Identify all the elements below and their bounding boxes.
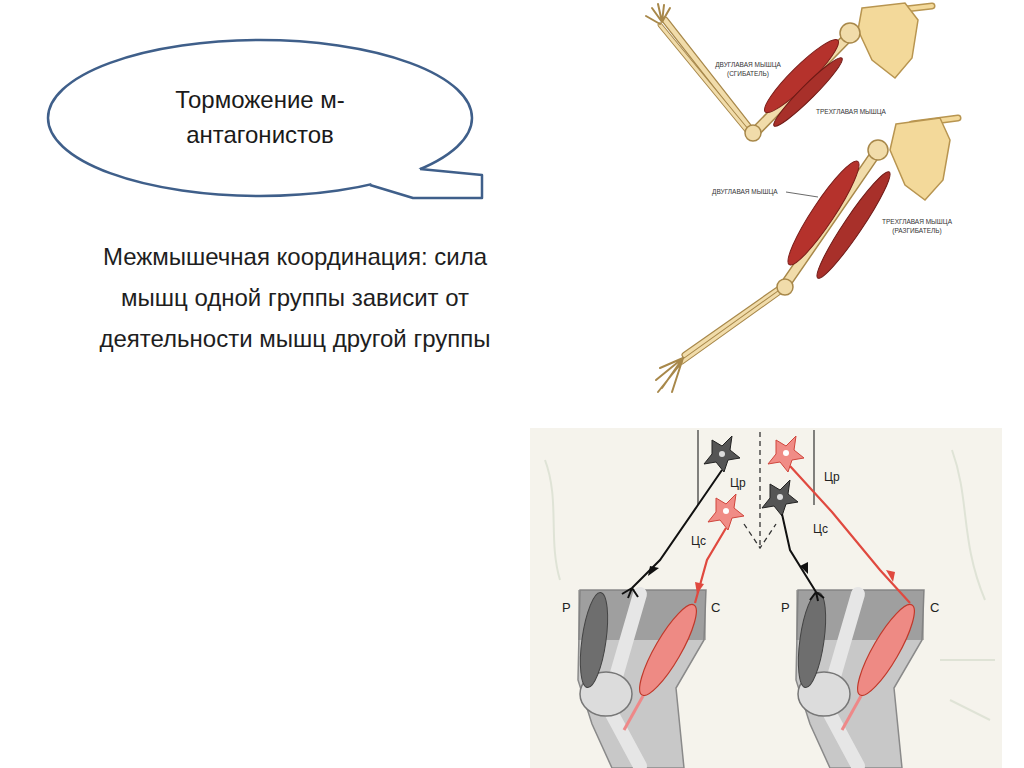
- reflex-scheme-part: [886, 570, 895, 582]
- arm-extended-part: [682, 292, 780, 362]
- reflex-scheme-part: [830, 714, 858, 766]
- reflex-scheme-part: [719, 451, 725, 457]
- reflex-scheme-part: [624, 696, 643, 730]
- reflex-scheme-part: [833, 594, 858, 680]
- muscle-label: ДВУГЛАВАЯ МЫШЦА (СГИБАТЕЛЬ): [712, 60, 784, 78]
- arm-extended-part: [890, 118, 950, 200]
- reflex-scheme-part: [762, 480, 798, 516]
- reflex-scheme-part: [612, 714, 640, 766]
- reflex-scheme-part: [530, 428, 1002, 768]
- reflex-scheme: [530, 428, 1002, 768]
- bubble-texts: Торможение м-антагонистов: [154, 83, 366, 153]
- reflex-scheme-part: [704, 436, 740, 472]
- reflex-scheme-part: [800, 562, 808, 574]
- speech-bubble: Торможение м-антагонистов: [45, 35, 475, 201]
- arm-flexed-part: [646, 4, 670, 24]
- center-label: Цс: [691, 534, 709, 548]
- muscle-label: ДВУГЛАВАЯ МЫШЦА: [712, 187, 786, 196]
- arm-extended: [656, 118, 958, 392]
- reflex-scheme-part: [777, 494, 783, 500]
- reflex-scheme-part: [842, 696, 861, 730]
- arm-extended-part: [868, 140, 888, 160]
- reflex-scheme-part: [695, 582, 704, 594]
- center-label: Цр: [730, 476, 754, 490]
- arm-extended-part: [685, 285, 785, 355]
- reflex-scheme-part: [697, 430, 698, 505]
- arm-extended-part: [786, 192, 818, 197]
- bubble-tail: [370, 169, 482, 198]
- muscle-letter: Р: [562, 600, 576, 615]
- arm-flexed-part: [665, 20, 755, 135]
- reflex-scheme-part: [708, 494, 744, 530]
- center-label: Цр: [824, 470, 848, 484]
- muscle-letter: С: [930, 600, 944, 615]
- reflex-scheme-part: [790, 466, 910, 603]
- bubble-outline: [45, 35, 475, 201]
- arm-flexed-part: [665, 20, 755, 135]
- muscle-label: ТРЕХГЛАВАЯ МЫШЦА (РАЗГИБАТЕЛЬ): [876, 217, 958, 235]
- arm-extended-part: [777, 279, 793, 295]
- arm-extended-part: [656, 358, 683, 392]
- muscle-letter: С: [711, 600, 725, 615]
- muscle-letter: Р: [781, 600, 795, 615]
- arm-flexed-part: [745, 125, 761, 141]
- arm-flexed-part: [858, 3, 918, 78]
- reflex-scheme-part: [622, 470, 722, 598]
- arm-flexed-part: [660, 25, 748, 132]
- reflex-scheme-part: [648, 566, 659, 576]
- arm-flexed-part: [660, 25, 748, 132]
- reflex-scheme-part: [575, 591, 612, 689]
- arm-flexed-part: [840, 23, 860, 43]
- arm-extended-part: [810, 167, 896, 283]
- reflex-scheme-part: [545, 450, 995, 720]
- reflex-scheme-part: [849, 598, 924, 701]
- reflex-scheme-part: [793, 591, 830, 689]
- statement-text: Межмышечная координация: сила мышц одной…: [90, 236, 500, 359]
- reflex-scheme-part: [631, 598, 706, 701]
- muscle-label: ТРЕХГЛАВАЯ МЫШЦА: [816, 107, 898, 116]
- reflex-scheme-part: [615, 594, 640, 680]
- center-label: Цс: [813, 522, 837, 536]
- reflex-scheme-part: [723, 508, 729, 514]
- bubble-text: Торможение м-антагонистов: [154, 83, 366, 153]
- reflex-scheme-part: [768, 436, 804, 472]
- arm-extended-part: [685, 285, 785, 355]
- bubble-tail-fill: [370, 155, 482, 198]
- arm-flexed: [646, 3, 932, 141]
- arm-extended-part: [682, 292, 780, 362]
- reflex-scheme-part: [783, 450, 789, 456]
